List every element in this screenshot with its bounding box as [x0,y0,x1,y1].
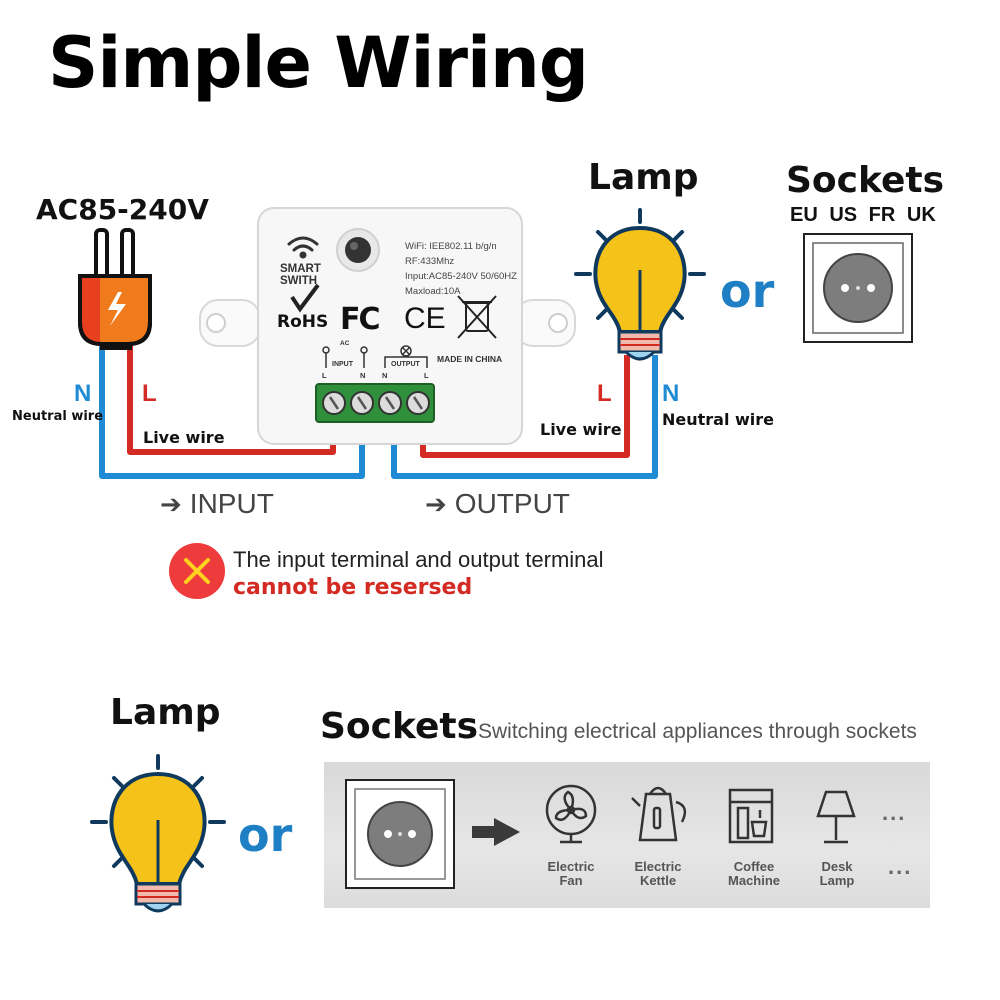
spec-input: Input:AC85-240V 50/60HZ [405,271,517,282]
appliance-kettle-label: Electric Kettle [613,860,703,888]
rohs-mark: RoHS [277,312,329,332]
appliance-label-line1: Coffee [733,859,775,874]
right-arrow-icon [472,818,520,846]
kettle-icon [631,786,687,842]
spec-maxload: Maxload:10A [405,286,461,297]
bottom-lamp-label: Lamp [110,692,221,733]
right-live-letter: L [597,380,612,407]
desk-lamp-icon [816,790,856,844]
device-specs: WiFi: IEE802.11 b/g/n RF:433Mhz Input:AC… [405,239,517,299]
right-neutral-letter: N [662,380,680,407]
appliance-label-line2: Lamp [819,873,855,888]
left-neutral-desc: Neutral wire [12,409,104,424]
appliance-label-line1: Electric [634,859,682,874]
coffee-machine-icon [728,788,774,844]
made-in-label: MADE IN CHINA [437,354,503,364]
sockets-label: Sockets [786,160,945,201]
right-neutral-desc: Neutral wire [662,410,775,429]
spec-rf: RF:433Mhz [405,256,455,267]
device-name-line1: SMART [280,263,321,275]
lamp-bulb-icon-bottom [90,754,226,913]
appliance-coffee-label: Coffee Machine [709,860,799,888]
output-flow-label: ➔OUTPUT [425,488,570,520]
appliance-label-line2: Fan [559,873,583,888]
more-dots-2: ... [888,854,913,879]
rohs-check-icon [290,283,320,313]
appliances-graphics [345,779,856,889]
arrow-right-icon: ➔ [425,489,447,519]
output-flow-text: OUTPUT [454,488,570,519]
fc-mark: FC [340,302,380,337]
device-name-line2: SWITH [280,275,318,287]
left-live-letter: L [142,380,157,407]
terminal-letter-2: N [360,371,366,380]
appliance-label-line1: Desk [821,859,853,874]
left-neutral-wire [99,345,365,479]
bottom-sockets-label: Sockets [320,706,479,747]
warning-text: The input terminal and output terminal [233,547,604,572]
arrow-right-icon: ➔ [160,489,182,519]
weee-bin-icon [457,295,497,339]
left-live-desc: Live wire [143,428,225,447]
warning-emphasis: cannot be resersed [233,575,473,600]
bottom-sockets-subtitle: Switching electrical appliances through … [478,720,917,743]
wifi-icon [287,236,319,259]
input-flow-text: INPUT [189,488,274,519]
socket-types: EU US FR UK [790,204,936,226]
left-neutral-letter: N [74,380,92,407]
power-plug-icon [78,228,152,350]
lamp-bulb-icon [574,208,706,361]
terminal-ac-label: AC [340,340,350,347]
voltage-label: AC85-240V [36,193,209,226]
fan-icon [545,784,597,844]
more-dots: ... [882,800,907,825]
lamp-label: Lamp [588,157,699,198]
terminal-output-label: OUTPUT [391,361,420,368]
device-name: SMART SWITH [280,263,340,287]
terminal-input-label: INPUT [332,361,353,368]
wall-socket-icon [803,233,913,343]
smart-switch-device [199,207,576,445]
right-live-desc: Live wire [540,420,622,439]
spec-wifi: WiFi: IEE802.11 b/g/n [405,241,497,252]
appliance-fan-label: Electric Fan [526,860,616,888]
warning-cross-icon [169,543,225,599]
appliance-desk-lamp-label: Desk Lamp [792,860,882,888]
or-label: or [720,264,775,318]
ce-mark: CE [404,302,446,335]
right-neutral-wire [391,355,658,479]
appliance-label-line1: Electric [547,859,595,874]
input-flow-label: ➔INPUT [160,488,274,520]
terminal-letter-4: L [424,371,429,380]
terminal-letter-1: L [322,371,327,380]
terminal-letter-3: N [382,371,388,380]
bottom-or-label: or [238,808,293,862]
panel-socket-icon [345,779,455,889]
page-title: Simple Wiring [48,22,589,104]
appliance-label-line2: Machine [727,873,780,888]
appliance-label-line2: Kettle [639,873,677,888]
